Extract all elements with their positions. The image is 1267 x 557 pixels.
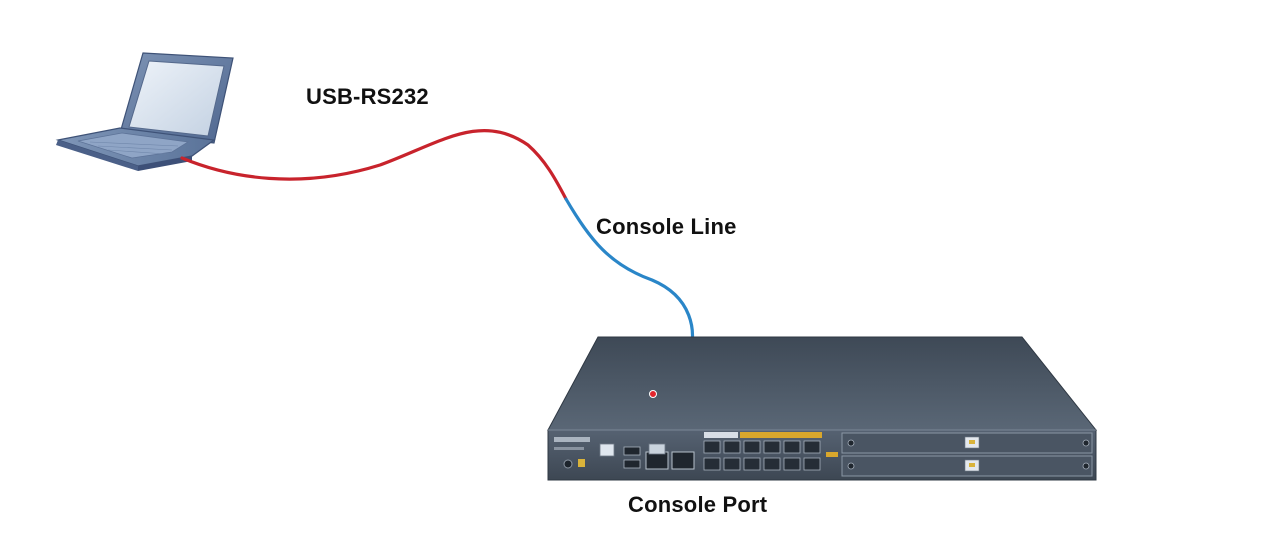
network-switch-icon	[547, 336, 1098, 481]
console-connector-icon	[645, 390, 669, 470]
console-line-label: Console Line	[596, 214, 737, 239]
laptop-icon	[55, 52, 234, 171]
usb-rs232-label: USB-RS232	[306, 84, 429, 109]
console-port-label: Console Port	[628, 492, 768, 517]
usb-rs232-cable	[180, 129, 568, 201]
